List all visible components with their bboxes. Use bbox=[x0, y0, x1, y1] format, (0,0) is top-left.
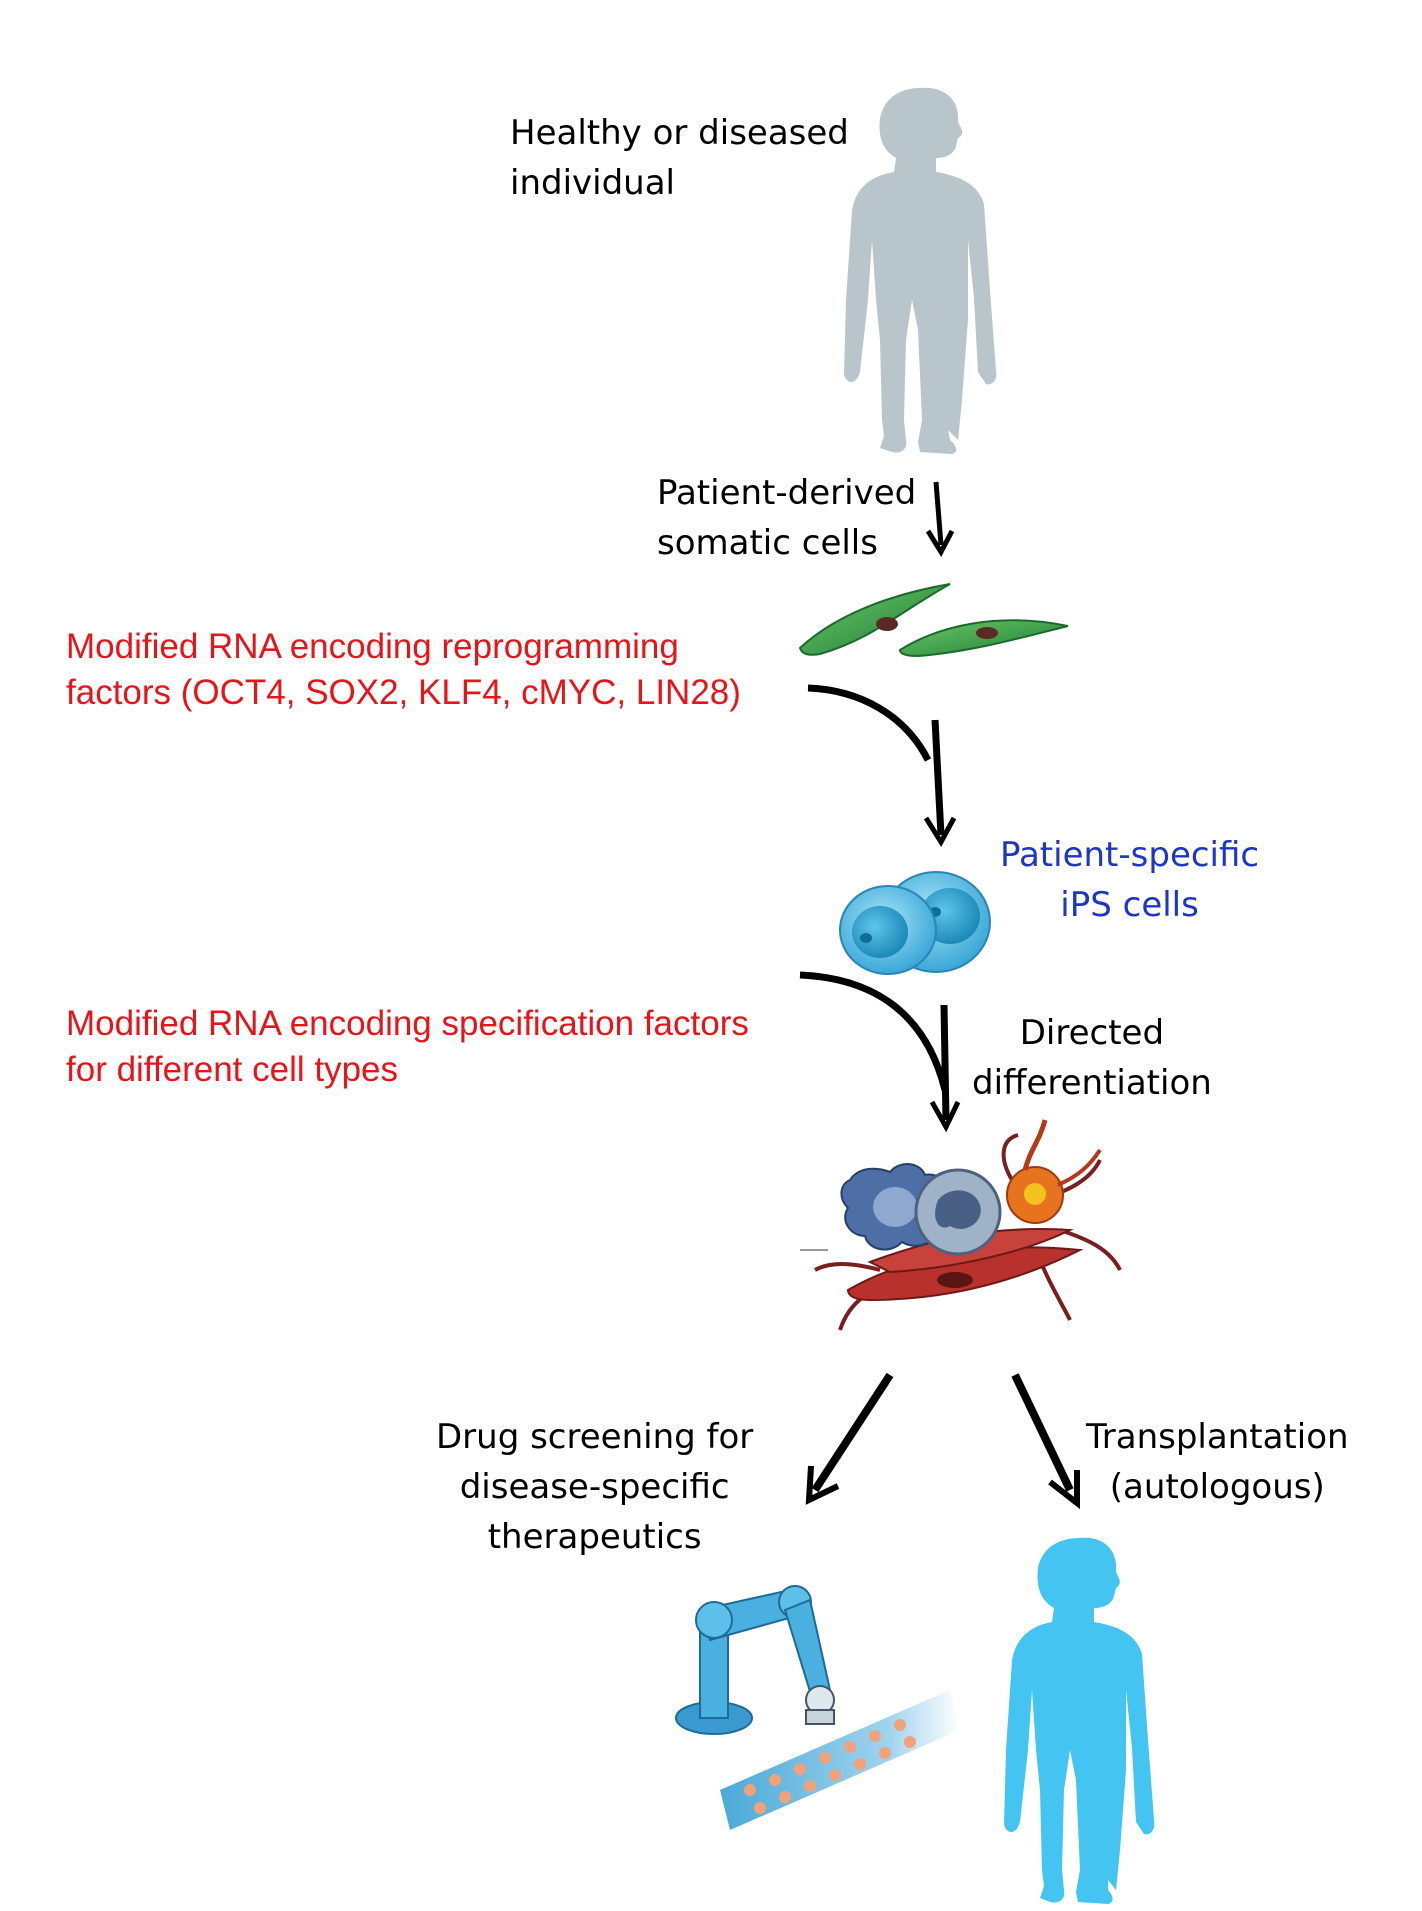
label-somatic-cells: Patient-derived somatic cells bbox=[657, 473, 917, 563]
arrow-person-to-somatic bbox=[925, 481, 955, 558]
label-individual: Healthy or diseased individual bbox=[510, 113, 849, 203]
label-ips-cells: Patient-specific iPS cells bbox=[1000, 835, 1260, 925]
label-reprogramming-factors: Modified RNA encoding reprogramming fact… bbox=[66, 627, 741, 712]
label-specification-factors: Modified RNA encoding specification fact… bbox=[66, 1004, 749, 1089]
gray-person-icon bbox=[844, 87, 997, 455]
label-directed-differentiation: Directed differentiation bbox=[972, 1013, 1212, 1103]
label-drug-screening: Drug screening for disease-specific ther… bbox=[436, 1417, 754, 1557]
label-transplantation: Transplantation (autologous) bbox=[1086, 1417, 1349, 1507]
differentiated-cells-icon bbox=[800, 1119, 1122, 1331]
robot-arm-icon bbox=[675, 1585, 960, 1830]
ips-cells-icon bbox=[839, 871, 991, 975]
blue-person-icon bbox=[1004, 1537, 1155, 1904]
arrow-reprogramming bbox=[807, 684, 957, 847]
green-somatic-cells-icon bbox=[798, 583, 1069, 658]
arrow-differentiation bbox=[799, 971, 961, 1133]
arrow-to-drug-screening bbox=[805, 1372, 894, 1505]
arrow-to-transplant bbox=[1011, 1373, 1080, 1510]
